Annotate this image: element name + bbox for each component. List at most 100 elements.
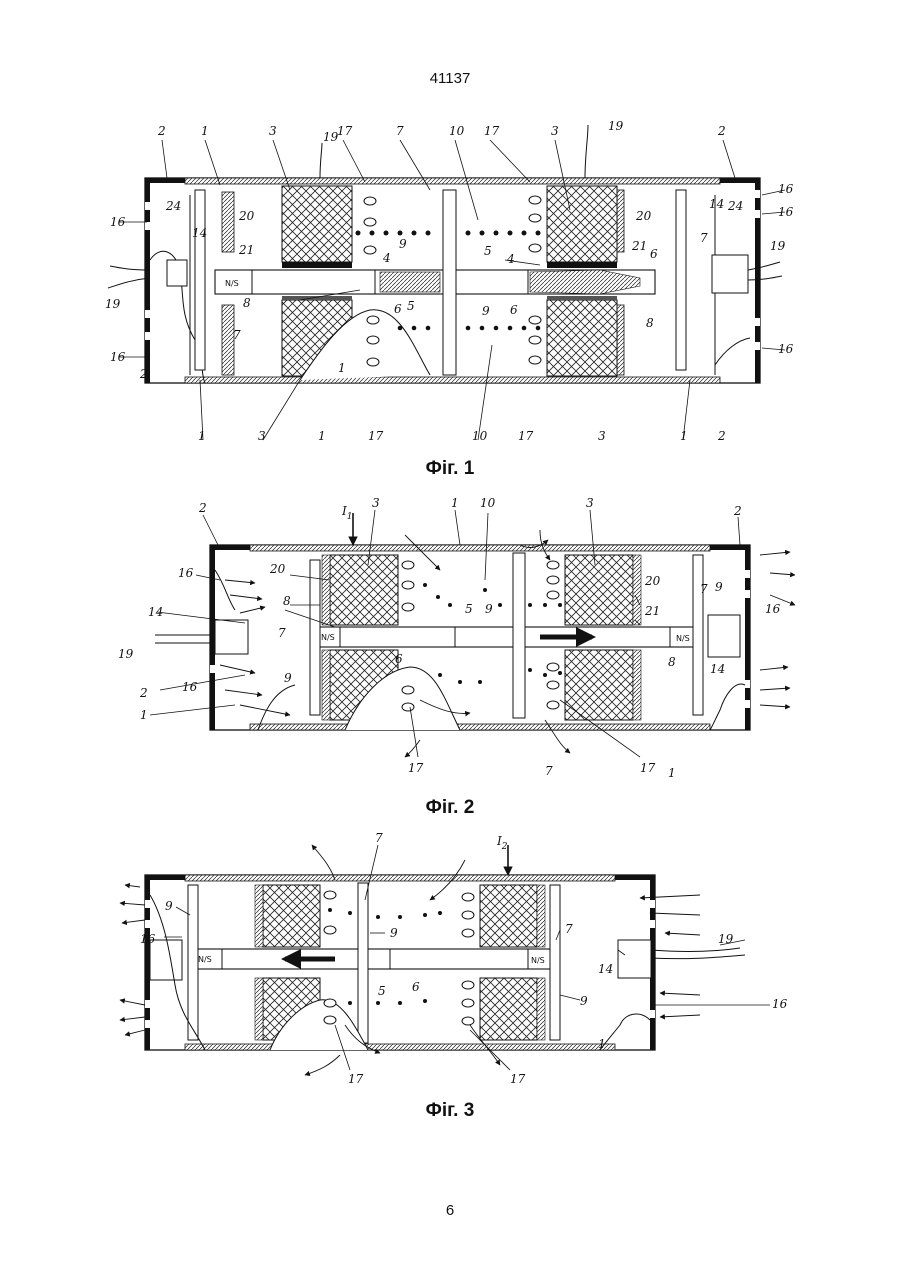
label2-coil-tr: 3 xyxy=(586,496,594,510)
label-coil-bl: 3 xyxy=(258,429,266,443)
label3-hole-l: 17 xyxy=(348,1072,364,1086)
label-vent-b: 10 xyxy=(472,429,488,443)
label-magnet-l: 8 xyxy=(243,296,251,310)
label-port-l1: 16 xyxy=(110,215,126,229)
label-hole-tl: 17 xyxy=(337,124,353,138)
label2-sensor-r: 14 xyxy=(710,662,725,676)
sensor-right xyxy=(712,255,748,293)
coil-2-rt xyxy=(565,555,633,625)
disk-2-left xyxy=(310,560,320,715)
label2-magnet-l: 8 xyxy=(283,594,291,608)
label2-port-l: 16 xyxy=(178,566,194,580)
page-number: 6 xyxy=(0,1202,900,1219)
coil-3-rb xyxy=(480,978,537,1040)
label-port-r2: 16 xyxy=(778,205,794,219)
sensor-3-right xyxy=(618,940,651,978)
disk-right xyxy=(676,190,686,370)
label-body-bc: 1 xyxy=(318,429,326,443)
label2-cover-tl: 2 xyxy=(198,501,207,515)
coil-2-lt xyxy=(330,555,398,625)
top-wall xyxy=(185,178,720,184)
label2-spacer-b-r: 21 xyxy=(644,604,660,618)
label-chamber-t: 9 xyxy=(399,237,407,251)
disk-center xyxy=(443,190,456,375)
sensor-3-left xyxy=(150,940,182,980)
label-port-r1: 16 xyxy=(778,182,794,196)
label2-hole-r: 17 xyxy=(640,761,656,775)
label-body-br: 1 xyxy=(680,429,688,443)
label2-sensor-l: 14 xyxy=(148,605,163,619)
coil-3-lt xyxy=(263,885,320,947)
label-lead-tr: 19 xyxy=(608,119,624,133)
magnet-mark-left: N/S xyxy=(225,279,239,288)
label3-core: 6 xyxy=(412,980,420,994)
disk-2-right xyxy=(693,555,703,715)
label-pole-r: 4 xyxy=(506,252,515,266)
label-core-l: 6 xyxy=(394,302,402,316)
label-port-r3: 16 xyxy=(778,342,794,356)
label-magnet-r: 8 xyxy=(646,316,654,330)
label-cover-br: 2 xyxy=(717,429,726,443)
label3-chamber-r: 9 xyxy=(580,994,588,1008)
label3-lead: 19 xyxy=(718,932,734,946)
sensor-2-left xyxy=(215,620,248,654)
label3-disk-r: 7 xyxy=(565,922,573,936)
label-spacer-a-l: 20 xyxy=(238,209,255,223)
label3-chamber-l: 9 xyxy=(165,899,173,913)
label-hole-br: 17 xyxy=(518,429,534,443)
label-sensor-l: 14 xyxy=(192,226,207,240)
label-cover-bl: 2 xyxy=(139,367,148,381)
label2-spacer-a-r: 20 xyxy=(644,574,661,588)
label2-cover-l: 2 xyxy=(139,686,148,700)
label2-lead: 19 xyxy=(118,647,134,661)
figure-3-caption: Фіг. 3 xyxy=(0,1100,900,1122)
magnet-mark-2l: N/S xyxy=(321,633,335,642)
coil-3-rt xyxy=(480,885,537,947)
figure-1-drawing: N/S 2 1 3 19 17 7 10 17 3 19 2 16 xyxy=(0,110,900,455)
label2-disk-r: 7 xyxy=(700,582,708,596)
label-rod-r: 5 xyxy=(484,244,492,258)
label-coil-br: 3 xyxy=(598,429,606,443)
figure-2-caption: Фіг. 2 xyxy=(0,797,900,819)
label-hole-bl: 17 xyxy=(368,429,384,443)
label2-port-r: 16 xyxy=(765,602,781,616)
label2-magnet-r: 8 xyxy=(668,655,676,669)
label-coil-tl: 3 xyxy=(269,124,277,138)
label3-port-l: 16 xyxy=(140,932,156,946)
magnet-mark-3l: N/S xyxy=(198,955,212,964)
label2-chamber-r: 9 xyxy=(715,580,723,594)
disk-left xyxy=(195,190,205,370)
label-pole-l: 4 xyxy=(382,251,391,265)
document-number: 41137 xyxy=(0,70,900,87)
label-vent-t: 10 xyxy=(449,124,465,138)
label-chamber-b: 9 xyxy=(482,304,490,318)
label-core-r: 6 xyxy=(650,247,658,261)
label2-hole-l: 17 xyxy=(408,761,424,775)
label-disk-l: 7 xyxy=(233,328,241,342)
label-body-bl: 1 xyxy=(198,429,206,443)
label2-chamber-l: 9 xyxy=(284,671,292,685)
label2-vent-t: 10 xyxy=(480,496,496,510)
current-i1: I1 xyxy=(341,504,352,522)
label3-sensor-r: 14 xyxy=(598,962,613,976)
magnet-mark-3r: N/S xyxy=(531,956,545,965)
label2-body-t: 1 xyxy=(451,496,459,510)
label-port-l2: 16 xyxy=(110,350,126,364)
label2-body-l: 1 xyxy=(140,708,148,722)
rod-2 xyxy=(318,627,698,647)
label2-coil-tl: 3 xyxy=(372,496,380,510)
label3-rod: 5 xyxy=(378,984,386,998)
label2-core: 6 xyxy=(395,652,403,666)
label-rod-l: 5 xyxy=(407,299,415,313)
figure-1-caption: Фіг. 1 xyxy=(0,458,900,480)
label-disk-t: 7 xyxy=(396,124,404,138)
label-hole-tr: 17 xyxy=(484,124,500,138)
label-spacer-b-r: 21 xyxy=(631,239,647,253)
current-i2: I2 xyxy=(496,834,508,852)
figure-2-drawing: N/S N/S I1 2 3 1 10 3 2 16 20 xyxy=(0,495,900,795)
label2-rod: 5 xyxy=(465,602,473,616)
label3-body: 1 xyxy=(598,1037,606,1051)
label3-disk-t: 7 xyxy=(375,831,383,845)
label-coil-tr: 3 xyxy=(551,124,559,138)
label2-spacer-a-l: 20 xyxy=(269,562,286,576)
